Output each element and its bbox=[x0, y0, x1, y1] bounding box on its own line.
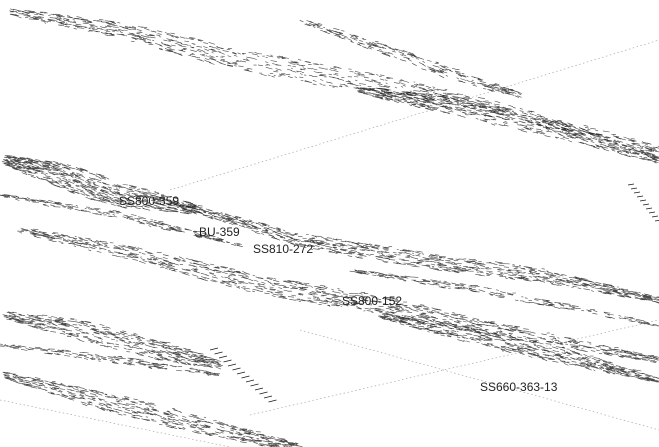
band-low-mid-strokes bbox=[377, 311, 659, 383]
label-ss810-272: SS810-272 bbox=[253, 242, 313, 256]
band-mid-main bbox=[177, 202, 659, 304]
band-top-upper bbox=[9, 8, 659, 153]
band-low-left bbox=[2, 311, 223, 370]
band-mid-main-strokes bbox=[177, 202, 659, 304]
band-top-upper-strokes bbox=[9, 8, 659, 153]
band-top-right bbox=[357, 87, 659, 164]
band-thin-c-strokes bbox=[349, 269, 659, 327]
ladder-crossing bbox=[209, 183, 659, 403]
band-mid-low-strokes bbox=[17, 227, 659, 363]
band-thin-b bbox=[0, 343, 221, 377]
band-thin-b-strokes bbox=[0, 343, 221, 377]
grid-lines bbox=[0, 39, 659, 447]
band-top-lower bbox=[299, 20, 522, 98]
band-top-lower-strokes bbox=[299, 20, 522, 98]
label-ss800-359: SS800-359 bbox=[119, 194, 179, 208]
label-ss660-363-13: SS660-363-13 bbox=[480, 380, 558, 394]
band-thin-a bbox=[0, 194, 243, 247]
ladder-crossing-strokes bbox=[209, 347, 277, 403]
track-bands bbox=[0, 8, 659, 447]
band-thin-c bbox=[349, 269, 659, 327]
band-bottom-strokes bbox=[2, 371, 303, 447]
band-mid-left bbox=[1, 155, 203, 215]
label-bu-359: BU-359 bbox=[199, 225, 240, 239]
grid-line-0 bbox=[169, 39, 659, 191]
band-mid-left-strokes bbox=[1, 155, 203, 215]
band-bottom bbox=[2, 371, 303, 447]
band-low-left-strokes bbox=[2, 311, 223, 370]
right-edge-ladder-strokes bbox=[627, 183, 659, 222]
band-low-mid bbox=[377, 311, 659, 383]
track-labels: SS800-359 BU-359 SS810-272 SS800-152 SS6… bbox=[119, 194, 558, 394]
label-ss800-152: SS800-152 bbox=[342, 294, 402, 308]
grid-line-2 bbox=[0, 399, 231, 447]
band-top-right-strokes bbox=[357, 87, 659, 164]
band-mid-low bbox=[17, 227, 659, 363]
band-thin-a-strokes bbox=[0, 194, 243, 247]
